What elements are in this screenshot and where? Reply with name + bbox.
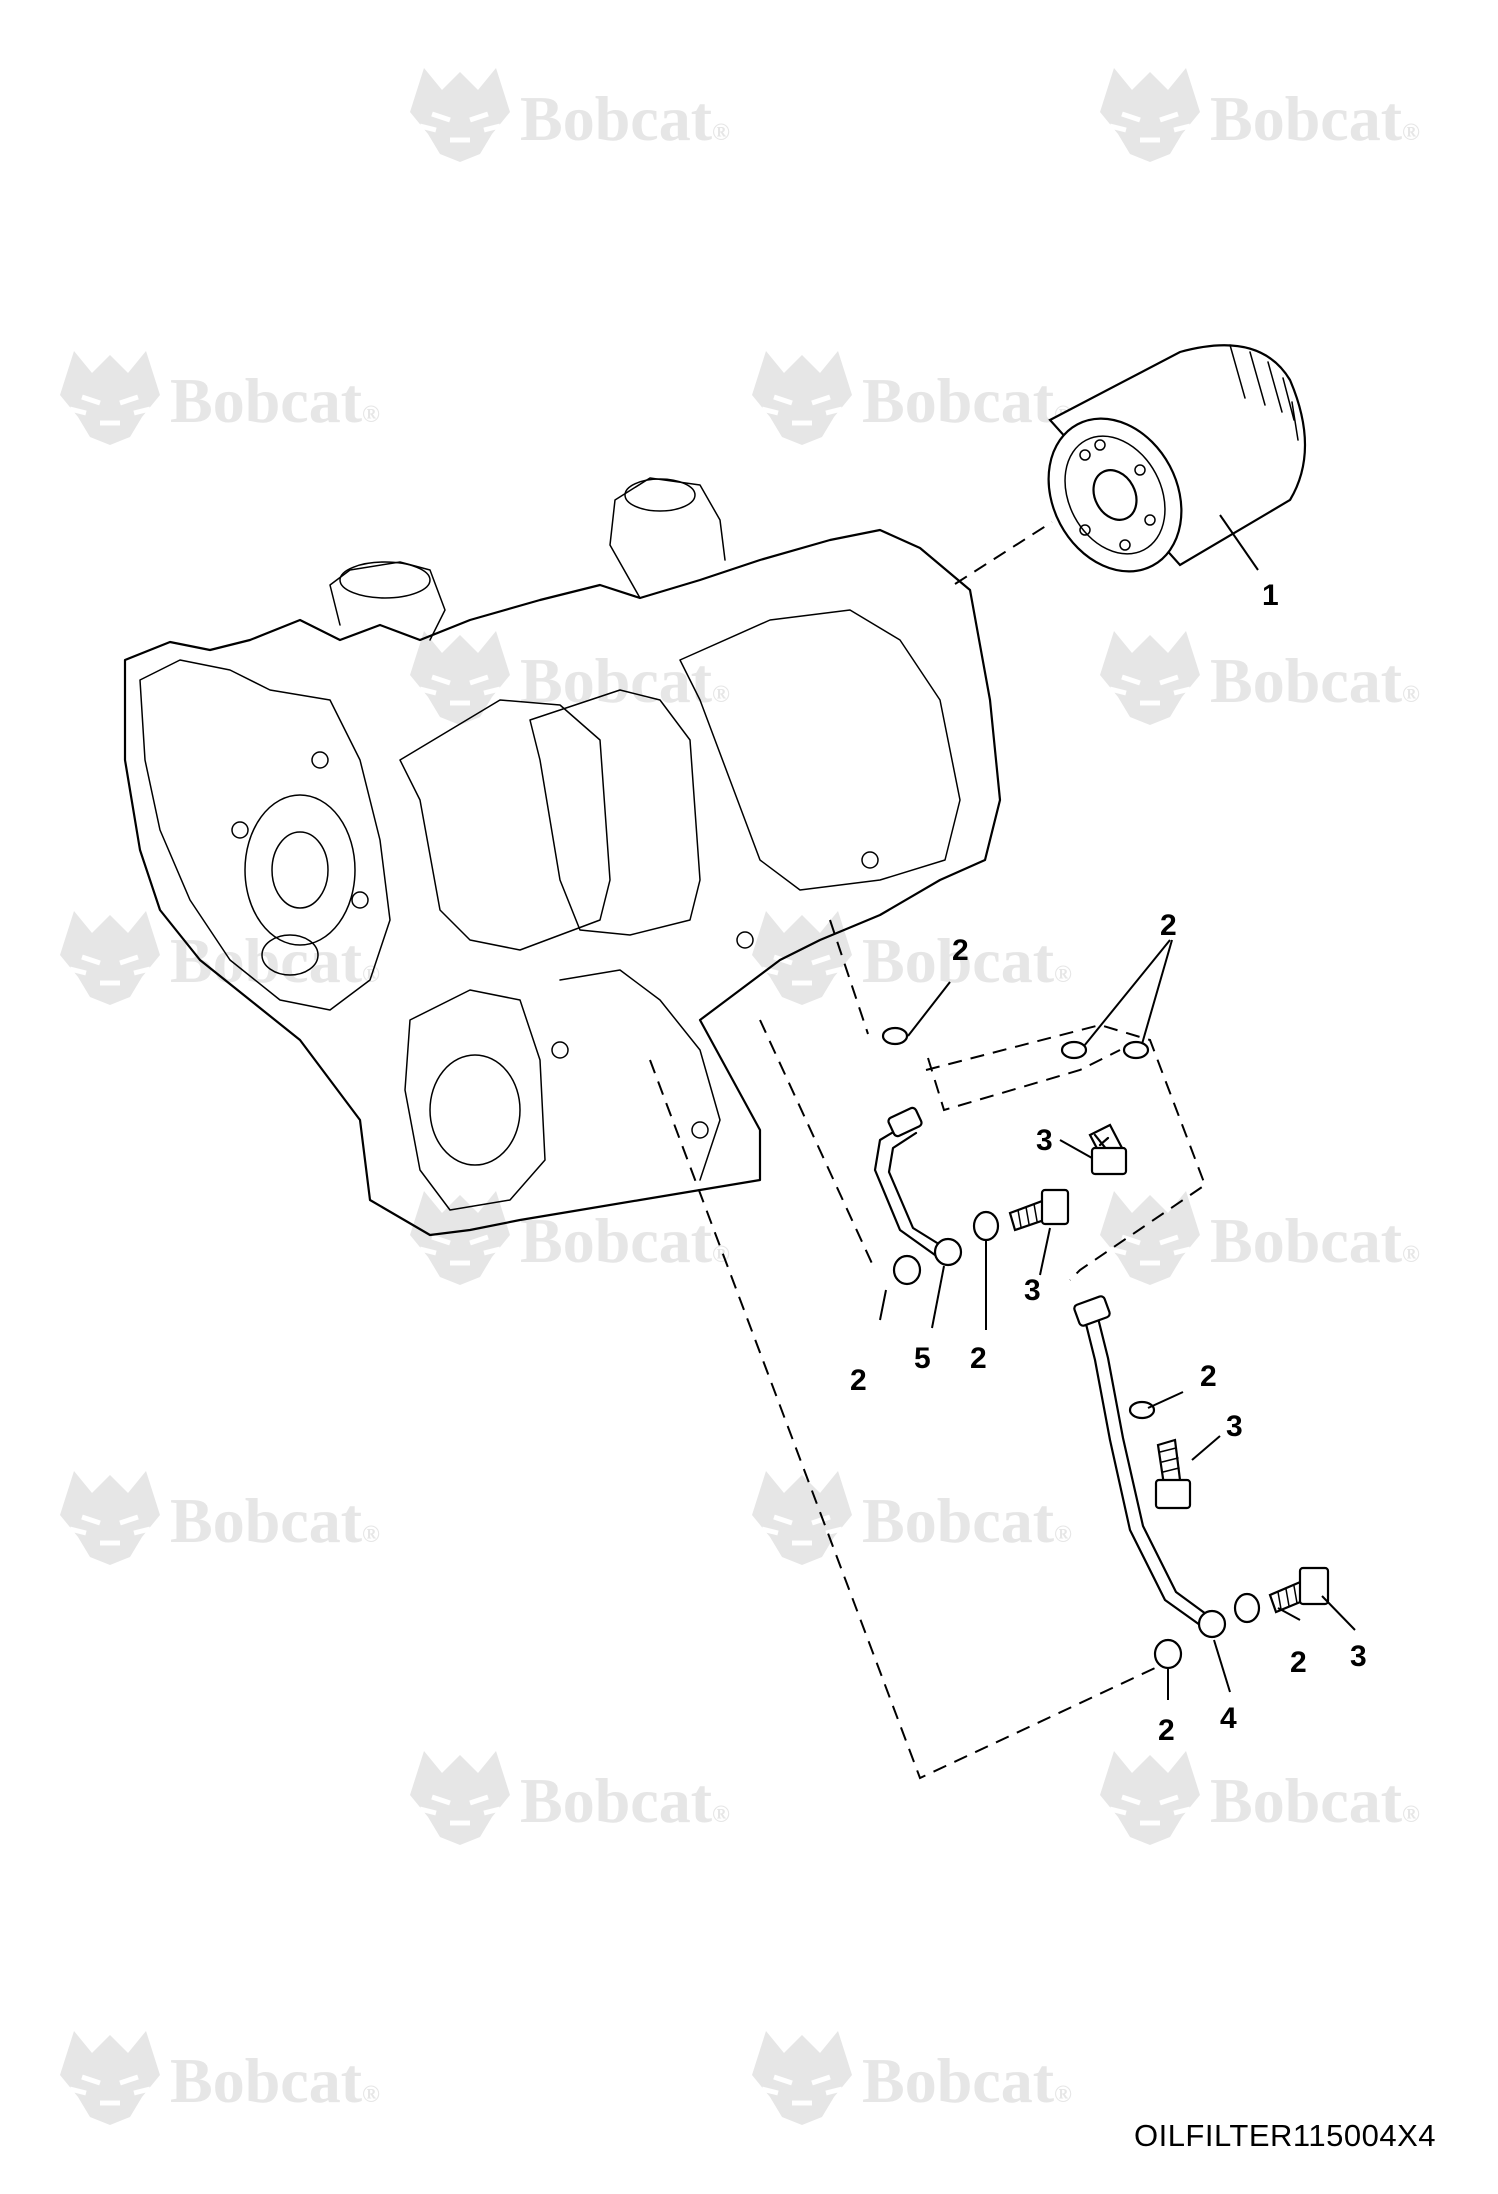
oil-filter-icon (1047, 344, 1307, 573)
svg-text:Bobcat®: Bobcat® (862, 1485, 1072, 1556)
oil-pipe-icon (1073, 1295, 1227, 1639)
part-label-2: 2 (1158, 1714, 1175, 1747)
svg-text:Bobcat®: Bobcat® (1210, 1205, 1420, 1276)
part-label-2: 2 (1200, 1360, 1217, 1393)
svg-text:Bobcat®: Bobcat® (1210, 645, 1420, 716)
assembly-lines (649, 521, 1207, 1780)
svg-text:Bobcat®: Bobcat® (170, 1485, 380, 1556)
washer-icon (881, 1026, 1261, 1670)
part-label-1: 1 (1262, 579, 1279, 612)
svg-text:Bobcat®: Bobcat® (1210, 83, 1420, 154)
svg-text:Bobcat®: Bobcat® (170, 2045, 380, 2116)
part-label-2: 2 (850, 1364, 867, 1397)
leader-lines (879, 514, 1356, 1700)
part-label-3: 3 (1350, 1640, 1367, 1673)
part-label-2: 2 (1290, 1646, 1307, 1679)
part-label-2: 2 (970, 1342, 987, 1375)
part-label-5: 5 (914, 1342, 931, 1375)
part-label-3: 3 (1024, 1274, 1041, 1307)
svg-text:Bobcat®: Bobcat® (520, 645, 730, 716)
drawing-code: OILFILTER115004X4 (1133, 2118, 1436, 2153)
engine-block-icon (123, 477, 1002, 1237)
svg-text:Bobcat®: Bobcat® (862, 925, 1072, 996)
part-label-4: 4 (1220, 1702, 1237, 1735)
part-label-3: 3 (1226, 1410, 1243, 1443)
part-labels: 1 2 2 3 3 2 5 2 2 3 2 3 4 2 (850, 579, 1367, 1747)
svg-text:Bobcat®: Bobcat® (520, 83, 730, 154)
svg-text:Bobcat®: Bobcat® (170, 365, 380, 436)
svg-text:Bobcat®: Bobcat® (520, 1205, 730, 1276)
part-label-2: 2 (1160, 909, 1177, 942)
svg-text:Bobcat®: Bobcat® (862, 2045, 1072, 2116)
svg-text:Bobcat®: Bobcat® (862, 365, 1072, 436)
svg-text:Bobcat®: Bobcat® (1210, 1765, 1420, 1836)
part-label-3: 3 (1036, 1124, 1053, 1157)
oil-pipe-icon (873, 1106, 963, 1267)
part-label-2: 2 (952, 934, 969, 967)
watermark-text-layer: Bobcat® Bobcat® Bobcat® Bobcat® Bobcat® … (170, 83, 1420, 2116)
svg-text:Bobcat®: Bobcat® (520, 1765, 730, 1836)
banjo-bolt-icon (1008, 1123, 1330, 1614)
